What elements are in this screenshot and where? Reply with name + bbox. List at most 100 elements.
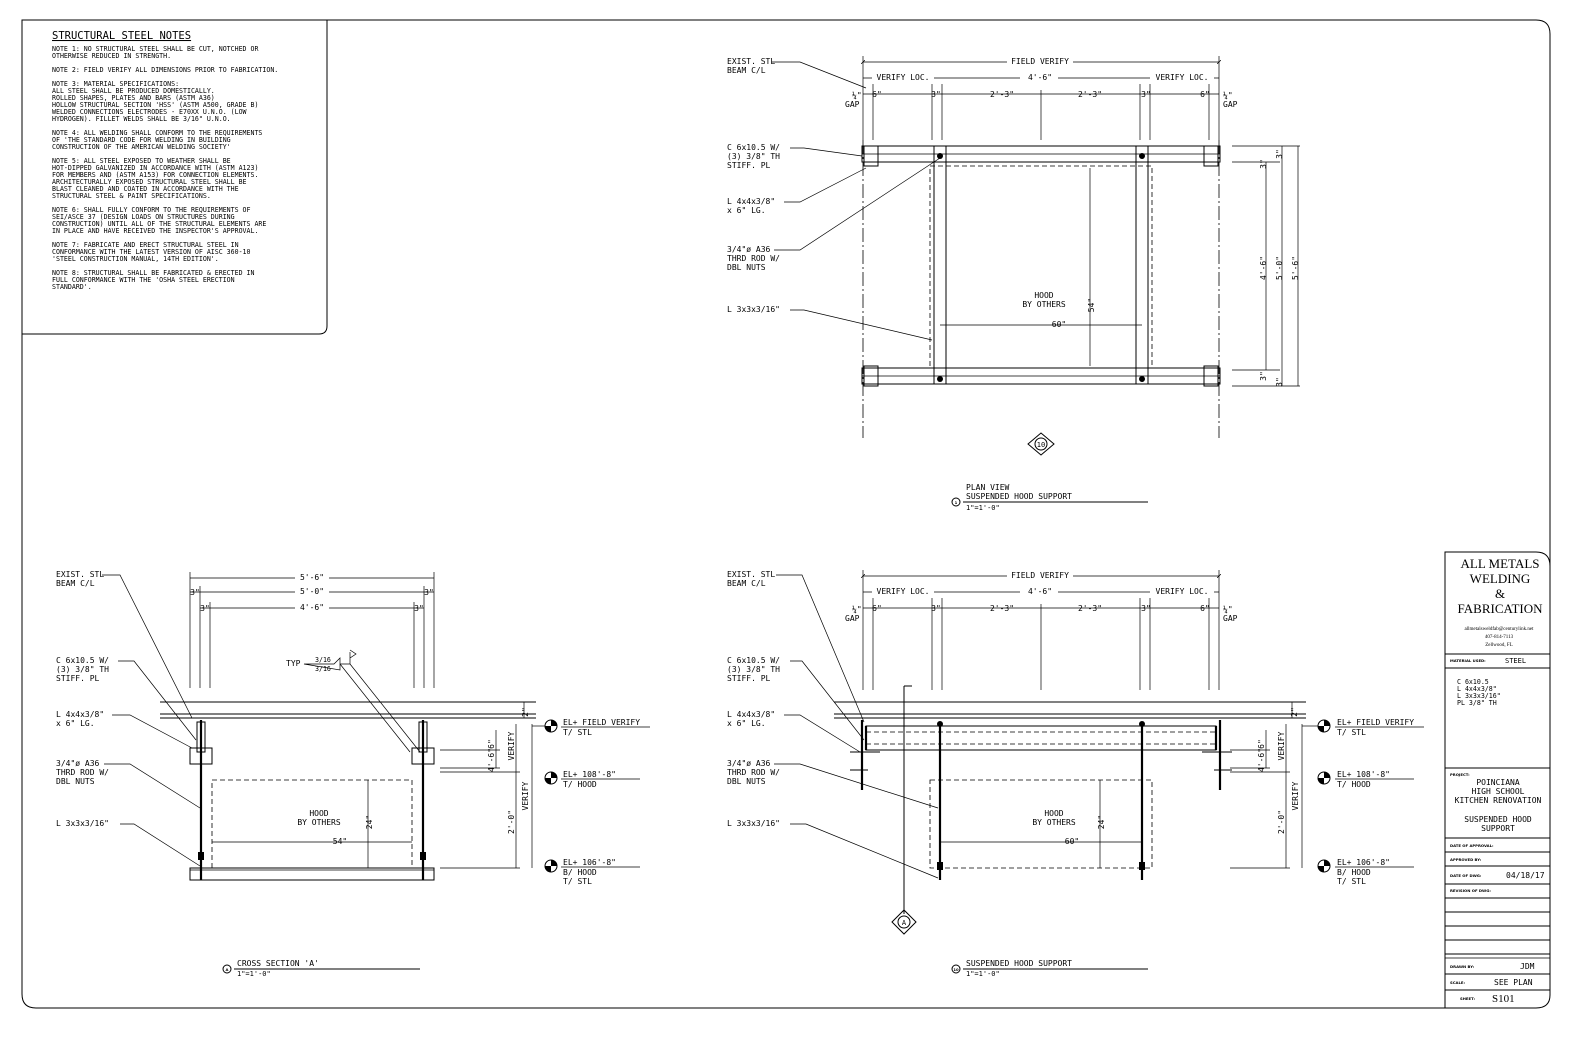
svg-text:10: 10 — [1037, 441, 1045, 449]
svg-text:4'-6": 4'-6" — [1028, 73, 1052, 82]
svg-text:CROSS SECTION 'A': CROSS SECTION 'A' — [237, 959, 319, 968]
svg-text:Zellwood, FL: Zellwood, FL — [1485, 643, 1513, 648]
elev-el-108: EL+ 108'-8" T/ HOOD — [1317, 770, 1414, 789]
svg-text:6": 6" — [487, 739, 496, 749]
svg-text:3": 3" — [931, 90, 941, 99]
svg-text:HOOD: HOOD — [1044, 809, 1063, 818]
plan-callout-channel: C 6x10.5 W/ (3) 3/8" TH STIFF. PL — [727, 143, 863, 170]
svg-text:(3) 3/8" TH: (3) 3/8" TH — [727, 152, 780, 161]
note-line: ROLLED SHAPES, PLATES AND BARS (ASTM A36… — [52, 94, 215, 102]
el-field-verify: EL+ FIELD VERIFY T/ STL — [532, 718, 650, 737]
plan-callout-angle3: L 3x3x3/16" — [727, 305, 933, 341]
svg-text:SCALE:: SCALE: — [1450, 980, 1465, 985]
svg-text:POINCIANA: POINCIANA — [1476, 778, 1520, 787]
svg-text:3": 3" — [1141, 604, 1151, 613]
svg-text:3": 3" — [1275, 149, 1284, 159]
svg-text:6": 6" — [1257, 739, 1266, 749]
svg-text:FABRICATION: FABRICATION — [1458, 601, 1544, 616]
section-frame — [189, 720, 435, 881]
svg-text:x 6" LG.: x 6" LG. — [727, 206, 766, 215]
note-line: FOR MEMBERS AND (ASTM A153) FOR CONNECTI… — [52, 171, 258, 179]
elev-dimensions-top: FIELD VERIFY VERIFY LOC. 4'-6" VERIFY LO… — [845, 570, 1238, 690]
svg-text:HIGH SCHOOL: HIGH SCHOOL — [1472, 787, 1525, 796]
note-line: NOTE 4: ALL WELDING SHALL CONFORM TO THE… — [52, 129, 262, 137]
svg-text:ALL METALS: ALL METALS — [1461, 556, 1540, 571]
svg-text:¼": ¼" — [1223, 605, 1233, 614]
svg-text:4'-6": 4'-6" — [300, 603, 324, 612]
note-line: NOTE 6: SHALL FULLY CONFORM TO THE REQUI… — [52, 206, 251, 214]
elev-hood: HOOD BY OTHERS 60" 24" — [929, 779, 1153, 869]
svg-text:1: 1 — [955, 500, 958, 505]
section-callouts: EXIST. STL BEAM C/L C 6x10.5 W/ (3) 3/8"… — [56, 570, 201, 867]
elev-callouts: EXIST. STL BEAM C/L C 6x10.5 W/ (3) 3/8"… — [727, 570, 939, 879]
svg-text:L 4x4x3/8": L 4x4x3/8" — [727, 710, 775, 719]
note-line: 'STEEL CONSTRUCTION MANUAL, 14TH EDITION… — [52, 255, 219, 263]
svg-text:C 6x10.5 W/: C 6x10.5 W/ — [56, 656, 109, 665]
svg-text:3": 3" — [1259, 159, 1268, 169]
svg-text:x 6" LG.: x 6" LG. — [56, 719, 95, 728]
svg-text:DBL NUTS: DBL NUTS — [727, 263, 766, 272]
note-line: NOTE 7: FABRICATE AND ERECT STRUCTURAL S… — [52, 241, 239, 249]
section-title: CROSS SECTION 'A' A 1"=1'-0" — [222, 959, 420, 978]
svg-text:SHEET:: SHEET: — [1460, 996, 1475, 1001]
svg-text:SUSPENDED HOOD SUPPORT: SUSPENDED HOOD SUPPORT — [966, 959, 1072, 968]
section-weld-symbol: TYP 3/16 3/16 — [286, 649, 421, 753]
svg-text:2'-0": 2'-0" — [507, 810, 516, 834]
svg-text:BEAM C/L: BEAM C/L — [56, 579, 95, 588]
svg-text:VERIFY LOC.: VERIFY LOC. — [877, 73, 930, 82]
svg-text:EL+ 108'-8": EL+ 108'-8" — [563, 770, 616, 779]
plan-callout-beam: EXIST. STL BEAM C/L — [727, 57, 867, 89]
elev-title: SUSPENDED HOOD SUPPORT 10 1"=1'-0" — [951, 959, 1148, 978]
svg-text:(3) 3/8" TH: (3) 3/8" TH — [56, 665, 109, 674]
note-line: WELDED CONNECTIONS ELECTRODES - E70XX U.… — [52, 108, 247, 116]
svg-text:STIFF. PL: STIFF. PL — [727, 674, 771, 683]
note-line: HOT-DIPPED GALVANIZED IN ACCORDANCE WITH… — [52, 164, 258, 172]
svg-text:BY OTHERS: BY OTHERS — [1022, 300, 1066, 309]
svg-text:EL+ 106'-8": EL+ 106'-8" — [1337, 858, 1390, 867]
svg-text:2'-3": 2'-3" — [990, 604, 1014, 613]
svg-text:HOOD: HOOD — [309, 809, 328, 818]
svg-text:B/ HOOD: B/ HOOD — [1337, 868, 1371, 877]
svg-text:1"=1'-0": 1"=1'-0" — [966, 970, 1000, 978]
svg-text:4'-6": 4'-6" — [1257, 748, 1266, 772]
svg-text:3": 3" — [1275, 377, 1284, 387]
note-line: STRUCTURAL STEEL & PAINT SPECIFICATIONS. — [52, 192, 211, 200]
svg-text:VERIFY: VERIFY — [521, 781, 530, 810]
note-line: NOTE 2: FIELD VERIFY ALL DIMENSIONS PRIO… — [52, 66, 278, 74]
el-108: EL+ 108'-8" T/ HOOD — [544, 770, 640, 789]
plan-callout-angle4: L 4x4x3/8" x 6" LG. — [727, 167, 867, 215]
svg-text:¼": ¼" — [852, 605, 862, 614]
svg-text:¼": ¼" — [1223, 91, 1233, 100]
svg-text:C 6x10.5 W/: C 6x10.5 W/ — [727, 143, 780, 152]
note-line: OF 'THE STANDARD CODE FOR WELDING IN BUI… — [52, 136, 231, 144]
plan-view: EXIST. STL BEAM C/L C 6x10.5 W/ (3) 3/8"… — [727, 56, 1300, 512]
svg-text:EXIST. STL: EXIST. STL — [56, 570, 104, 579]
cross-section-a: EXIST. STL BEAM C/L C 6x10.5 W/ (3) 3/8"… — [56, 570, 650, 978]
svg-text:EL+ 106'-8": EL+ 106'-8" — [563, 858, 616, 867]
note-line: FULL CONFORMANCE WITH THE 'OSHA STEEL ER… — [52, 276, 235, 284]
svg-text:STEEL: STEEL — [1505, 657, 1526, 665]
svg-text:EL+ 108'-8": EL+ 108'-8" — [1337, 770, 1390, 779]
svg-text:REVISION OF DWG:: REVISION OF DWG: — [1450, 888, 1491, 893]
svg-text:VERIFY LOC.: VERIFY LOC. — [1156, 587, 1209, 596]
svg-text:VERIFY: VERIFY — [1277, 731, 1286, 760]
svg-text:A: A — [226, 967, 229, 972]
note-line: HYDROGEN). FILLET WELDS SHALL BE 3/16" U… — [52, 115, 231, 123]
svg-text:SEE PLAN: SEE PLAN — [1494, 978, 1533, 987]
svg-text:54": 54" — [1087, 298, 1096, 312]
svg-text:HOOD: HOOD — [1034, 291, 1053, 300]
svg-text:24": 24" — [1097, 815, 1106, 829]
svg-text:5'-0": 5'-0" — [1275, 256, 1284, 280]
note-line: CONSTRUCTION OF THE AMERICAN WELDING SOC… — [52, 143, 231, 151]
svg-text:T/ STL: T/ STL — [563, 877, 592, 886]
svg-text:x 6" LG.: x 6" LG. — [727, 719, 766, 728]
section-elevations: EL+ FIELD VERIFY T/ STL EL+ 108'-8" T/ H… — [532, 718, 650, 886]
svg-text:EXIST. STL: EXIST. STL — [727, 57, 775, 66]
svg-text:DATE OF DWG:: DATE OF DWG: — [1450, 873, 1482, 878]
sheet-border — [21, 19, 1551, 1009]
svg-text:6": 6" — [872, 90, 882, 99]
elev-el-106: EL+ 106'-8" B/ HOOD T/ STL — [1317, 858, 1414, 886]
svg-text:3": 3" — [424, 588, 434, 597]
svg-text:T/ STL: T/ STL — [1337, 877, 1366, 886]
svg-text:5'-0": 5'-0" — [300, 587, 324, 596]
